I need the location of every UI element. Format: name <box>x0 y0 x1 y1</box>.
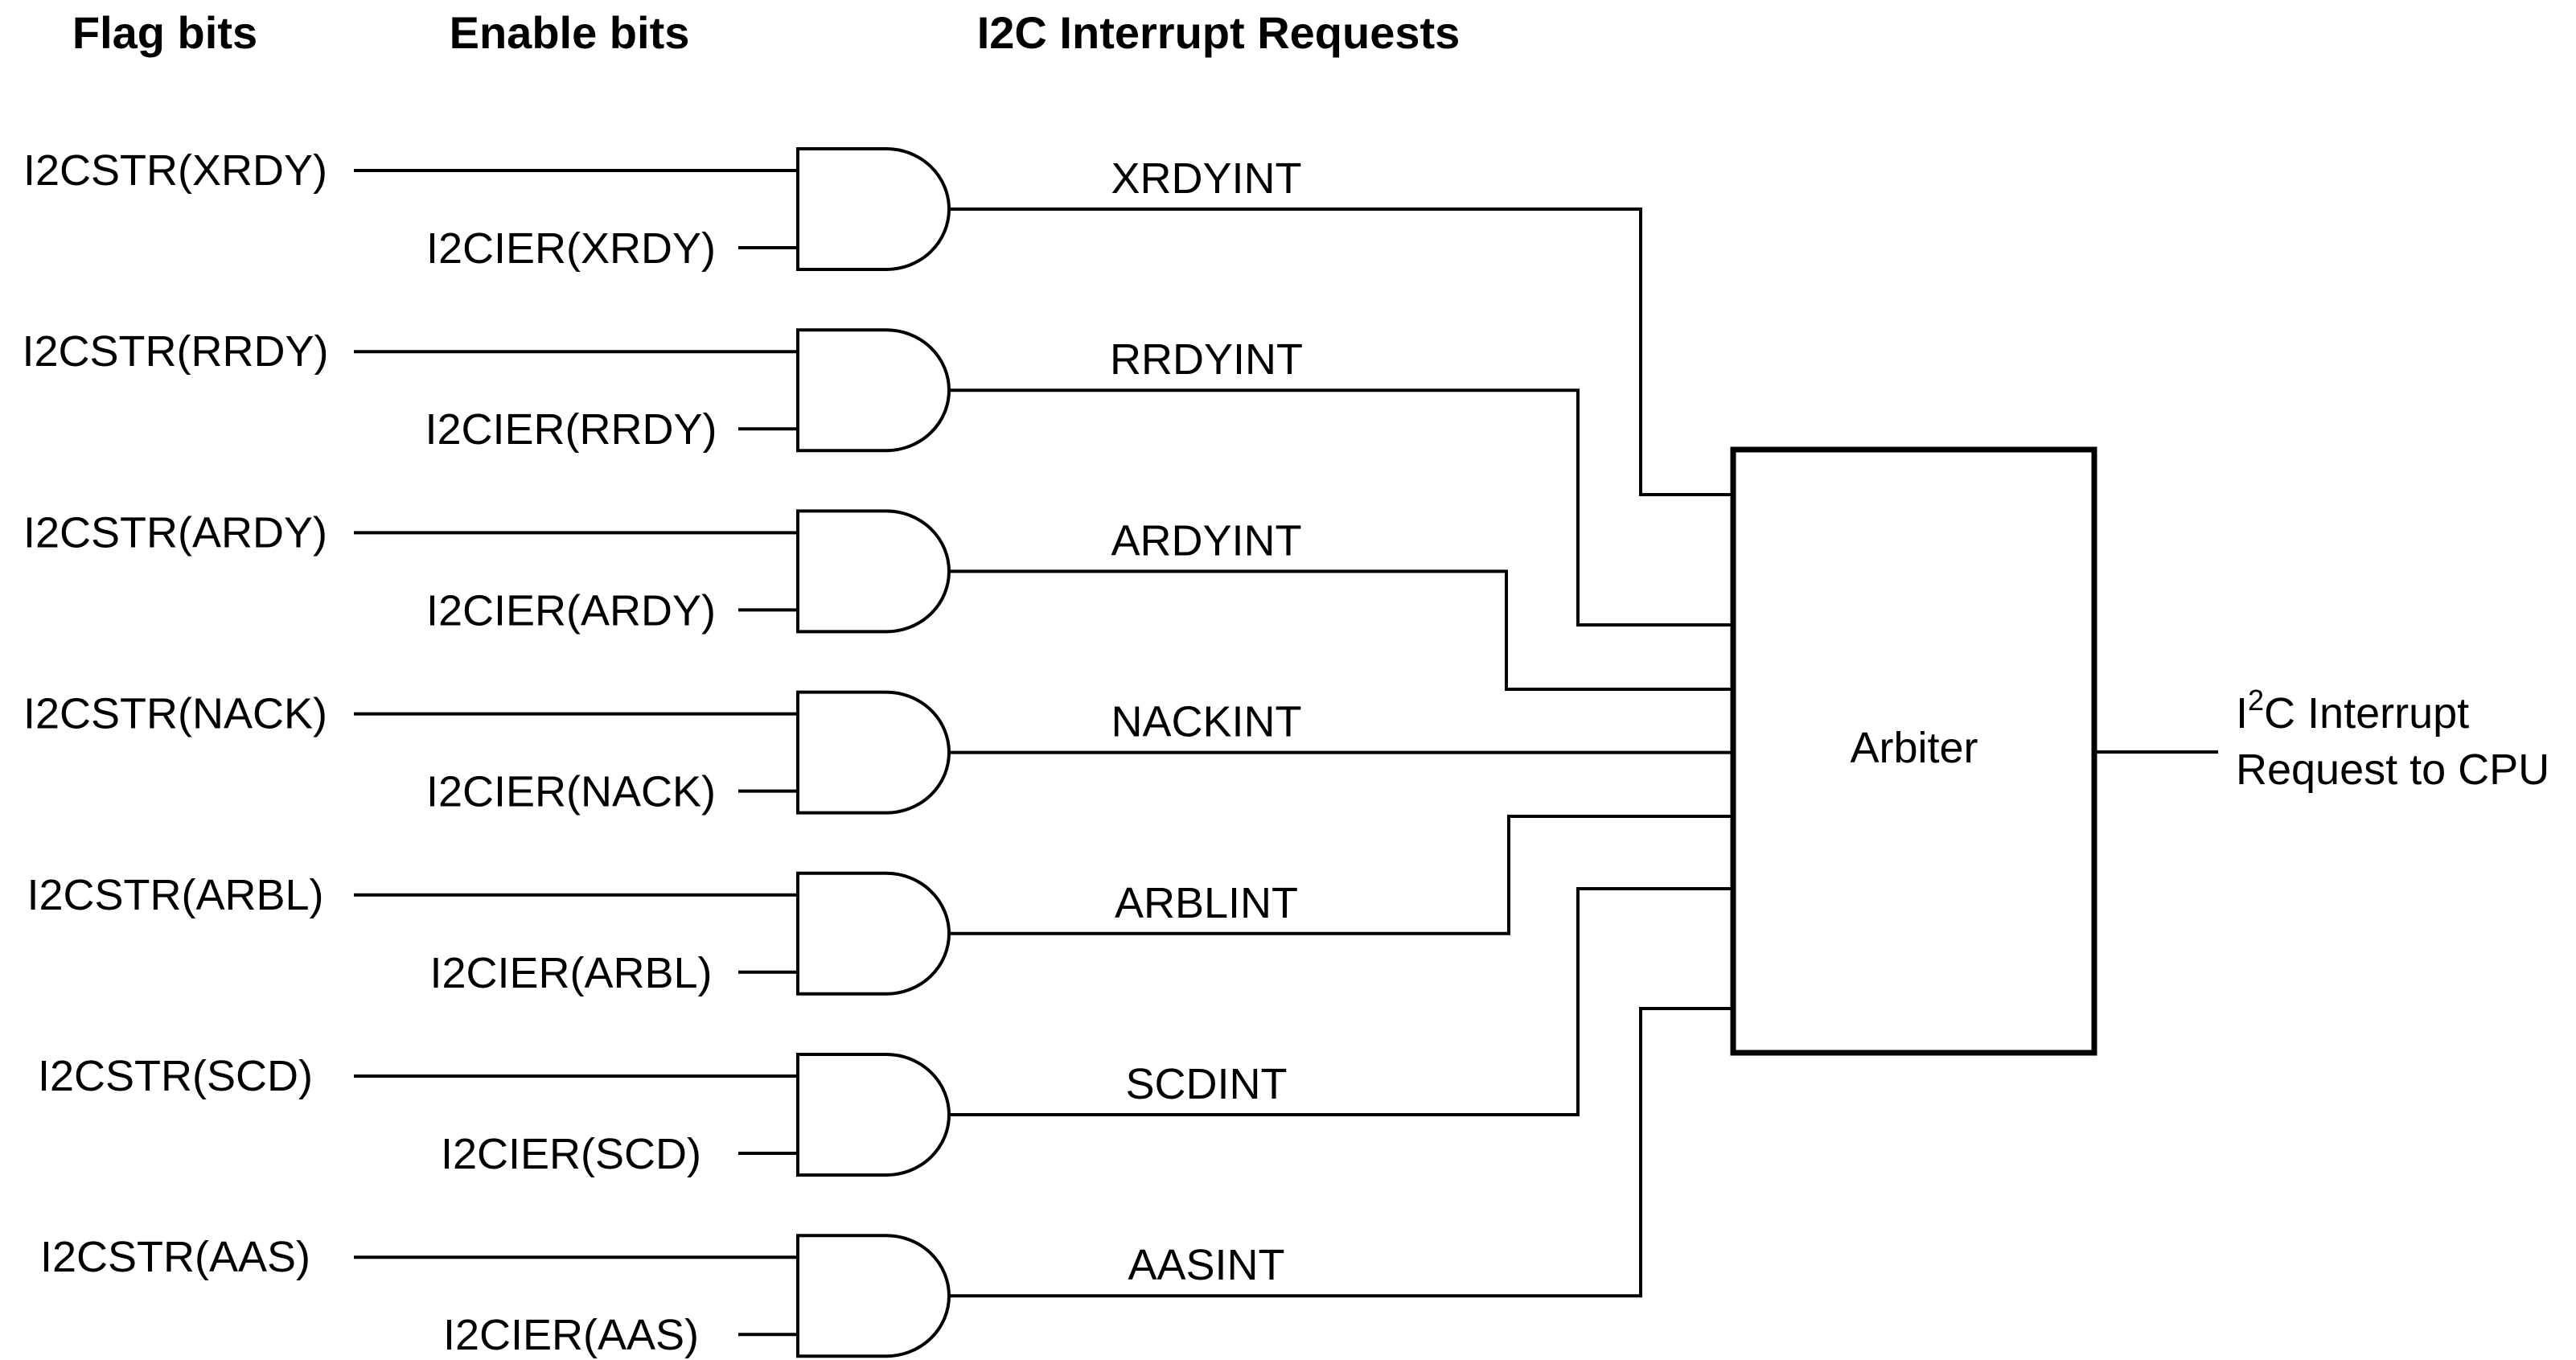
interrupt-output-label: ARBLINT <box>1115 879 1298 927</box>
interrupt-output-label: RRDYINT <box>1110 335 1303 384</box>
enable-bit-label: I2CIER(RRDY) <box>425 405 717 454</box>
and-gate <box>796 147 951 271</box>
interrupt-route-wire <box>949 569 1733 691</box>
flag-bit-label: I2CSTR(SCD) <box>38 1052 313 1100</box>
gate-row: I2CSTR(SCD) I2CIER(SCD) SCDINT <box>38 1052 1288 1178</box>
flag-bit-label: I2CSTR(XRDY) <box>23 146 327 195</box>
cpu-request-label-line2: Request to CPU <box>2236 746 2549 794</box>
gate-row: I2CSTR(ARBL) I2CIER(ARBL) ARBLINT <box>27 871 1298 997</box>
cpu-request-suffix: C Interrupt <box>2264 689 2469 738</box>
interrupt-output-label: SCDINT <box>1126 1060 1288 1108</box>
cpu-request-superscript: 2 <box>2248 684 2264 717</box>
interrupt-output-label: AASINT <box>1128 1241 1284 1289</box>
flag-bit-label: I2CSTR(ARBL) <box>27 871 323 919</box>
enable-bit-label: I2CIER(AAS) <box>443 1311 699 1359</box>
flag-bit-label: I2CSTR(RRDY) <box>22 327 328 376</box>
enable-bit-label: I2CIER(SCD) <box>441 1130 701 1178</box>
gate-row: I2CSTR(NACK) I2CIER(NACK) NACKINT <box>23 690 1302 816</box>
and-gate <box>796 871 951 996</box>
and-gate <box>796 328 951 453</box>
interrupt-output-label: ARDYINT <box>1111 516 1301 565</box>
and-gate <box>796 690 951 815</box>
gate-row: I2CSTR(AAS) I2CIER(AAS) AASINT <box>40 1233 1285 1359</box>
cpu-request-prefix: I <box>2236 689 2248 738</box>
header-enable-bits: Enable bits <box>450 7 690 58</box>
enable-bit-label: I2CIER(ARDY) <box>426 586 716 635</box>
header-interrupt-requests: I2C Interrupt Requests <box>977 7 1461 58</box>
interrupt-route-wire <box>949 388 1733 627</box>
interrupt-route-wire <box>949 815 1733 935</box>
and-gate <box>796 1053 951 1177</box>
gate-row: I2CSTR(RRDY) I2CIER(RRDY) RRDYINT <box>22 327 1303 454</box>
enable-bit-label: I2CIER(XRDY) <box>426 224 716 273</box>
header-flag-bits: Flag bits <box>72 7 257 58</box>
interrupt-route-wire <box>949 207 1733 496</box>
and-gate <box>796 509 951 634</box>
flag-bit-label: I2CSTR(ARDY) <box>23 508 327 557</box>
flag-bit-label: I2CSTR(AAS) <box>40 1233 310 1281</box>
gate-row: I2CSTR(ARDY) I2CIER(ARDY) ARDYINT <box>23 508 1302 635</box>
and-gate <box>796 1234 951 1358</box>
interrupt-output-label: NACKINT <box>1111 698 1301 746</box>
gate-rows: I2CSTR(XRDY) I2CIER(XRDY) XRDYINT I2CSTR(RR… <box>22 146 1303 1359</box>
arbiter-input-routes <box>949 207 1733 1298</box>
arbiter-label: Arbiter <box>1850 724 1978 772</box>
enable-bit-label: I2CIER(ARBL) <box>429 949 712 997</box>
cpu-request-label-line1: I2C Interrupt <box>2236 684 2469 738</box>
enable-bit-label: I2CIER(NACK) <box>426 768 716 816</box>
arbiter-block <box>1730 446 2097 1056</box>
interrupt-output-label: XRDYINT <box>1111 154 1301 203</box>
interrupt-route-wire <box>949 887 1733 1116</box>
flag-bit-label: I2CSTR(NACK) <box>23 690 327 738</box>
gate-row: I2CSTR(XRDY) I2CIER(XRDY) XRDYINT <box>23 146 1302 273</box>
interrupt-route-wire <box>949 1007 1733 1298</box>
